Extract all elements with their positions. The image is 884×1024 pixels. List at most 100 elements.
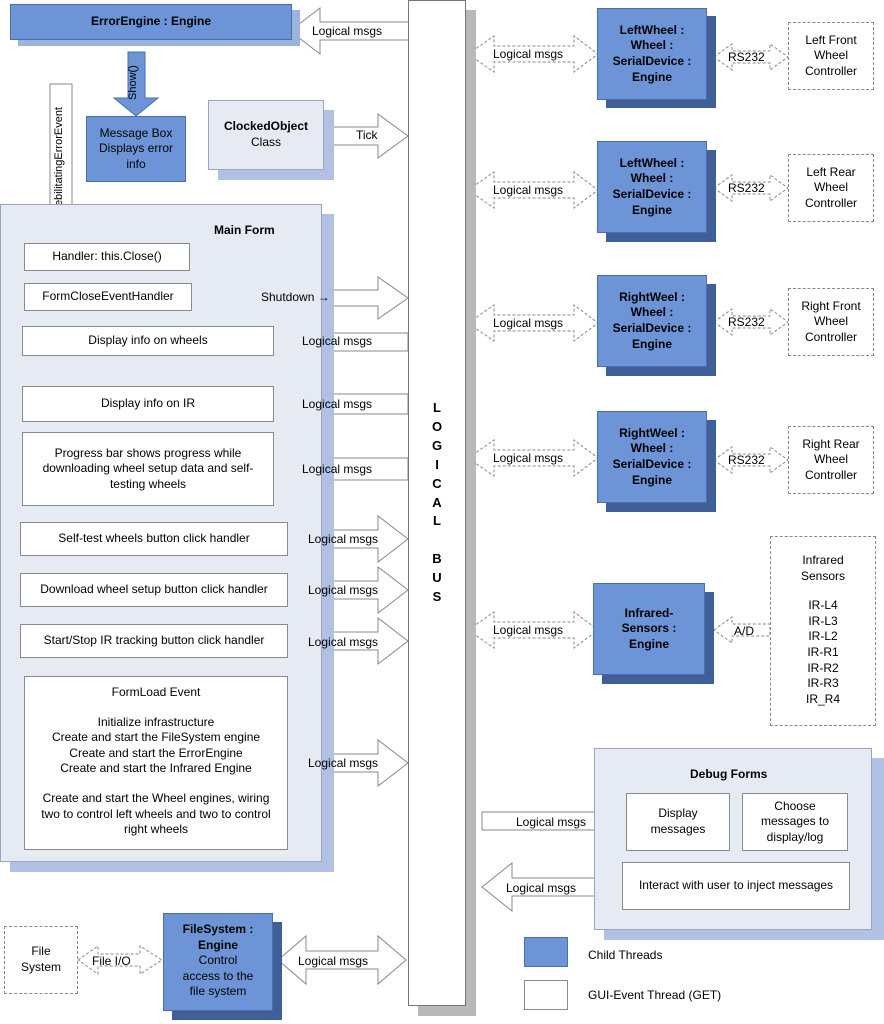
box-text: Interact with user to inject messages [638, 878, 834, 893]
tick-label: Tick [356, 128, 378, 142]
box-text: Display info on wheels [88, 333, 208, 348]
wheel-engine-2: LeftWheel : Wheel : SerialDevice : Engin… [597, 141, 707, 233]
formload-title: FormLoad Event [111, 685, 201, 699]
infrared-engine: Infrared- Sensors : Engine [593, 583, 705, 675]
clocked-object-name: ClockedObject [223, 119, 309, 134]
controller-left-front: Left Front Wheel Controller [788, 22, 874, 90]
box-text: Display info on IR [100, 396, 196, 411]
box-text: Self-test wheels button click handler [58, 531, 250, 546]
lm-filesystem: Logical msgs [298, 954, 369, 968]
start-stop-handler: Start/Stop IR tracking button click hand… [20, 624, 288, 658]
sensor-item: IR-R2 [807, 660, 839, 675]
display-wheels: Display info on wheels [22, 326, 274, 356]
formload-body2: Create and start the Wheel engines, wiri… [41, 790, 271, 837]
arrow-ad [713, 616, 771, 644]
infrared-sensors: Infrared Sensors IR-L4 IR-L3 IR-L2 IR-R1… [770, 536, 876, 726]
box-text: Left Rear Wheel Controller [804, 164, 858, 210]
display-ir: Display info on IR [22, 386, 274, 422]
show-label-text: Show() [127, 65, 139, 100]
lm-self-test: Logical msgs [308, 532, 379, 546]
box-text: Right Front Wheel Controller [801, 298, 861, 344]
box-text: RightWeel : Wheel : SerialDevice : Engin… [612, 289, 692, 351]
debug-display-messages: Display messages [626, 793, 730, 851]
lm-ir: Logical msgs [302, 397, 373, 411]
message-box-text: Message Box Displays error info [98, 125, 173, 171]
form-close-handler: FormCloseEventHandler [24, 283, 192, 311]
lm-formload: Logical msgs [308, 756, 379, 770]
sensor-item: IR-L3 [808, 613, 838, 628]
lm-download: Logical msgs [308, 583, 379, 597]
box-text: Right Rear Wheel Controller [802, 436, 860, 482]
progress-bar-box: Progress bar shows progress while downlo… [22, 432, 274, 506]
box-text: Start/Stop IR tracking button click hand… [43, 633, 265, 648]
legend-label-child: Child Threads [588, 948, 663, 962]
wheel-engine-4: RightWeel : Wheel : SerialDevice : Engin… [597, 411, 707, 503]
lm-error: Logical msgs [312, 24, 383, 38]
file-io-label: File I/O [92, 954, 131, 968]
clocked-object-kind: Class [250, 135, 281, 149]
file-system-box: File System [4, 926, 78, 994]
wheel-engine-1: LeftWheel : Wheel : SerialDevice : Engin… [597, 8, 707, 100]
arrow-filesystem-bus [277, 934, 407, 986]
errorengine-title: ErrorEngine : Engine [90, 14, 211, 29]
message-box: Message Box Displays error info [86, 116, 186, 182]
box-text: Infrared- Sensors : Engine [621, 605, 677, 651]
formload-box: FormLoad Event Initialize infrastructure… [24, 676, 288, 850]
lm-debug-display: Logical msgs [516, 815, 587, 829]
wheel-engine-3: RightWeel : Wheel : SerialDevice : Engin… [597, 275, 707, 367]
filesystem-engine-title: FileSystem : Engine [182, 922, 254, 952]
legend-label-get: GUI-Event Thread (GET) [588, 988, 722, 1002]
debug-interact: Interact with user to inject messages [622, 862, 850, 910]
arrow-file-io [77, 945, 163, 975]
lm-wheel-3: Logical msgs [493, 316, 564, 330]
rs232-3: RS232 [728, 315, 765, 329]
main-form-title: Main Form [214, 223, 275, 237]
filesystem-engine: FileSystem : Engine Control access to th… [163, 913, 273, 1011]
download-handler: Download wheel setup button click handle… [20, 573, 288, 607]
clocked-object-box: ClockedObject Class [208, 100, 324, 170]
sensor-item: IR-R3 [807, 676, 839, 691]
rs232-4: RS232 [728, 453, 765, 467]
sensor-item: IR-L2 [808, 629, 838, 644]
sensor-item: IR_R4 [805, 691, 840, 706]
box-text: LeftWheel : Wheel : SerialDevice : Engin… [612, 155, 692, 217]
arrow-tick [332, 113, 409, 159]
lm-start-stop: Logical msgs [308, 635, 379, 649]
arrow-bus-to-errorengine [289, 6, 411, 56]
lm-debug-interact: Logical msgs [506, 881, 577, 895]
shutdown-label: Shutdown → [261, 290, 330, 304]
show-label: Show() [125, 56, 145, 100]
box-text: File System [20, 944, 61, 974]
self-test-handler: Self-test wheels button click handler [20, 522, 288, 556]
lm-wheels: Logical msgs [302, 334, 373, 348]
rs232-2: RS232 [728, 181, 765, 195]
lm-wheel-1: Logical msgs [493, 47, 564, 61]
controller-right-rear: Right Rear Wheel Controller [788, 426, 874, 494]
box-text: Progress bar shows progress while downlo… [42, 445, 254, 491]
lm-infrared: Logical msgs [493, 623, 564, 637]
box-text: Left Front Wheel Controller [804, 32, 858, 78]
sensor-item: IR-R1 [807, 644, 839, 659]
formload-body: Initialize infrastructure Create and sta… [51, 714, 261, 776]
errorengine-box: ErrorEngine : Engine [10, 4, 292, 40]
rs232-1: RS232 [728, 50, 765, 64]
infrared-sensors-title: Infrared Sensors [800, 553, 846, 583]
legend-swatch-child [524, 937, 568, 967]
controller-right-front: Right Front Wheel Controller [788, 288, 874, 356]
box-text: Display messages [650, 806, 706, 836]
debug-choose-messages: Choose messages to display/log [742, 793, 848, 851]
controller-left-rear: Left Rear Wheel Controller [788, 154, 874, 222]
box-text: Download wheel setup button click handle… [40, 582, 268, 597]
lm-wheel-4: Logical msgs [493, 451, 564, 465]
lm-progress: Logical msgs [302, 462, 373, 476]
box-text: LeftWheel : Wheel : SerialDevice : Engin… [612, 22, 692, 84]
legend-swatch-get [524, 980, 568, 1010]
debilitating-label-text: DebilitatingErrorEvent [53, 107, 65, 214]
filesystem-engine-body: Control access to the file system [182, 953, 254, 999]
sensor-item: IR-L4 [808, 598, 838, 613]
ad-label: A/D [734, 624, 755, 638]
debug-forms-title: Debug Forms [690, 767, 768, 781]
logical-bus: L O G I C A L B U S [408, 0, 466, 1006]
box-text: FormCloseEventHandler [42, 289, 174, 304]
infrared-sensor-list: IR-L4 IR-L3 IR-L2 IR-R1 IR-R2 IR-R3 IR_R… [771, 598, 875, 707]
